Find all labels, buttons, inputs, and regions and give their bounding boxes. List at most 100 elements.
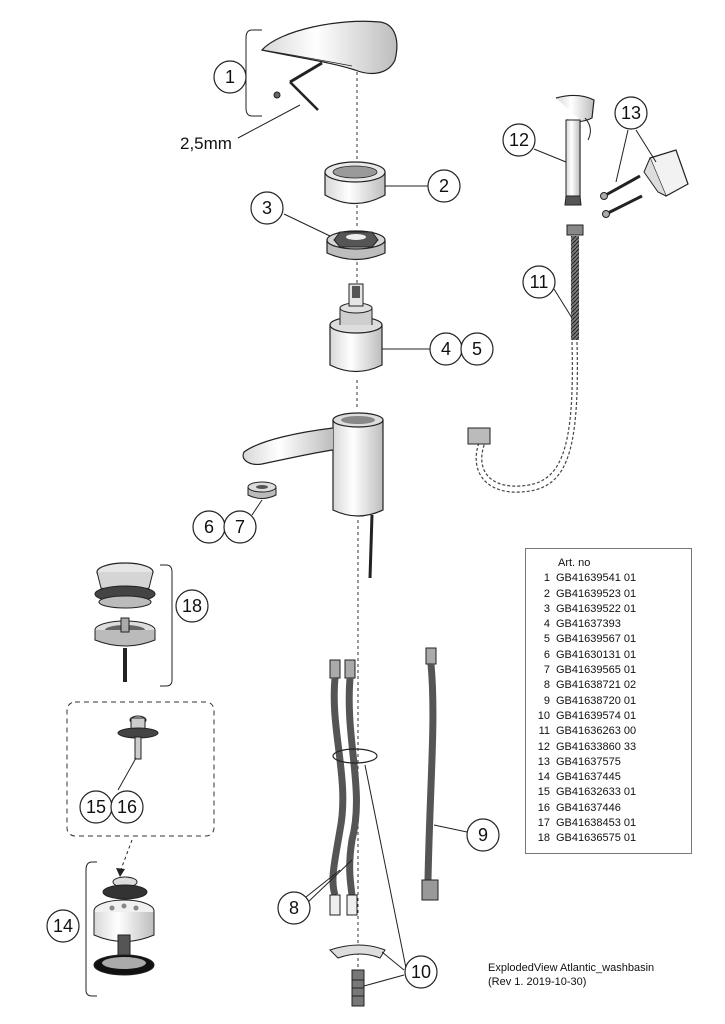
- leader-10a: [364, 764, 407, 969]
- article-number: GB41637575: [556, 755, 621, 768]
- part-number: 1: [543, 572, 550, 585]
- article-number: GB41638720 01: [556, 694, 637, 707]
- part-number: 4: [543, 618, 550, 631]
- part-number: 7: [543, 664, 550, 677]
- callout-5: 5: [472, 339, 482, 359]
- callout-1: 1: [225, 67, 235, 87]
- callout-18-circle: [175, 589, 209, 623]
- leader-10b: [381, 951, 405, 971]
- article-number: GB41638453 01: [556, 817, 637, 830]
- article-number: GB41637446: [556, 801, 621, 814]
- article-number: GB41639567 01: [556, 633, 637, 646]
- callout-11: 11: [530, 272, 549, 292]
- option-box-15-16: [66, 701, 215, 837]
- part-number: 8: [543, 679, 550, 692]
- callout-16: 16: [117, 797, 137, 817]
- article-number: GB41637445: [556, 771, 621, 784]
- table-row: 13 GB41637575: [534, 755, 691, 770]
- article-number: GB41633860 33: [556, 740, 637, 753]
- table-row: 1 GB41639541 01: [534, 571, 691, 586]
- callout-1-circle: [213, 60, 247, 94]
- bracket-1: [245, 29, 262, 117]
- leader-13a: [615, 129, 629, 183]
- leader-13b: [635, 129, 657, 163]
- part-number: 16: [537, 801, 550, 814]
- part-number: 13: [537, 755, 550, 768]
- leader-12: [533, 148, 567, 163]
- article-number: GB41639541 01: [556, 572, 637, 585]
- shower-hose-part: [467, 224, 584, 493]
- leader-10c: [363, 974, 405, 987]
- article-number: GB41639523 01: [556, 587, 637, 600]
- leader-3: [283, 213, 331, 237]
- hex-key-part: [273, 61, 323, 111]
- caption-title: ExplodedView Atlantic_washbasin: [488, 962, 655, 974]
- callout-4: 4: [441, 339, 451, 359]
- hand-shower-part: [555, 94, 595, 206]
- part-number: 15: [537, 786, 550, 799]
- table-row: 2 GB41639523 01: [534, 587, 691, 602]
- shower-holder-part: [643, 149, 689, 197]
- article-number: GB41632633 01: [556, 786, 637, 799]
- part-number: 6: [543, 648, 550, 661]
- wall-screws-part: [600, 174, 643, 218]
- callout-6: 6: [204, 517, 214, 537]
- part-number: 3: [543, 602, 550, 615]
- caption-revision: (Rev 1. 2019-10-30): [488, 976, 587, 988]
- leader-15-16: [117, 757, 137, 791]
- callout-5-circle: [460, 332, 494, 366]
- article-number: GB41636575 01: [556, 832, 637, 845]
- callout-2-circle: [427, 169, 461, 203]
- article-number: GB41636263 00: [556, 725, 637, 738]
- leader-8a: [305, 869, 341, 898]
- part-number: 9: [543, 694, 550, 707]
- callout-14: 14: [53, 916, 73, 936]
- callout-8: 8: [289, 898, 299, 918]
- part-number: 2: [543, 587, 550, 600]
- bracket-14: [85, 861, 97, 997]
- callout-9: 9: [478, 825, 488, 845]
- part-number: 10: [537, 709, 550, 722]
- callout-7: 7: [235, 517, 245, 537]
- article-number: GB41630131 01: [556, 648, 637, 661]
- part-number: 14: [537, 771, 550, 784]
- leader-9: [433, 824, 468, 833]
- popup-waste-part: [94, 562, 156, 682]
- callout-10-circle: [404, 955, 438, 989]
- callout-14-circle: [46, 909, 80, 943]
- diagram-caption: ExplodedView Atlantic_washbasin (Rev 1. …: [488, 961, 654, 989]
- table-row: 6 GB41630131 01: [534, 648, 691, 663]
- callout-12-circle: [502, 123, 536, 157]
- tool-size-label: 2,5mm: [180, 134, 232, 153]
- clamp-part: [329, 944, 386, 1007]
- table-row: 16 GB41637446: [534, 801, 691, 816]
- table-row: 17 GB41638453 01: [534, 816, 691, 831]
- callout-16-circle: [110, 790, 144, 824]
- leader-6-7: [251, 499, 263, 516]
- collar-ring-part: [324, 161, 386, 204]
- part-number: 17: [537, 817, 550, 830]
- table-row: 9 GB41638720 01: [534, 694, 691, 709]
- bracket-18: [160, 564, 173, 687]
- leader-11: [553, 288, 573, 319]
- table-row: 18 GB41636575 01: [534, 831, 691, 846]
- leader-tool: [237, 104, 301, 139]
- callout-10: 10: [411, 962, 431, 982]
- cartridge-part: [329, 283, 383, 373]
- aerator-part: [247, 481, 277, 499]
- fixing-nut-part: [326, 230, 386, 261]
- assembly-axis: [356, 72, 359, 1000]
- callout-15: 15: [86, 797, 106, 817]
- callout-7-circle: [223, 510, 257, 544]
- part-number: 18: [537, 832, 550, 845]
- stopper-part: [117, 715, 159, 760]
- table-row: 15 GB41632633 01: [534, 785, 691, 800]
- callout-8-circle: [277, 891, 311, 925]
